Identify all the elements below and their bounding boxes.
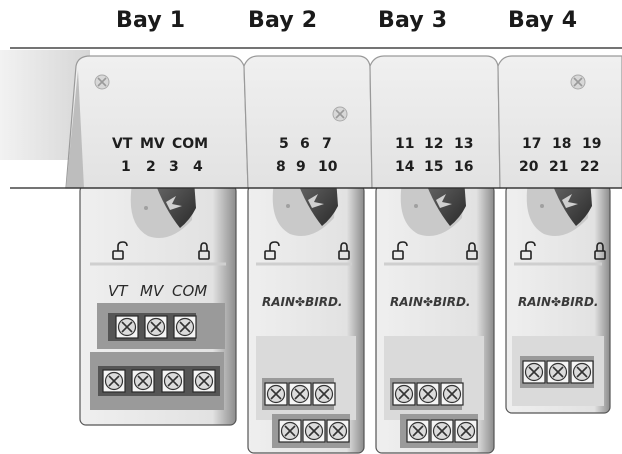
bay-1-title: Bay 1: [116, 8, 186, 33]
bay-4-terminal-18: 18: [552, 136, 571, 152]
base-label-vt: VT: [108, 282, 129, 300]
bay-2-title: Bay 2: [248, 8, 318, 33]
bay-3-terminal-12: 12: [424, 136, 443, 152]
bay-4-terminal-20: 20: [519, 159, 539, 175]
base-label-com: COM: [172, 282, 207, 300]
bay-2-terminal-8: 8: [276, 159, 286, 175]
rain-bird-logo: RAIN✤BIRD.: [262, 295, 342, 309]
bay-3-terminal-16: 16: [454, 159, 473, 175]
bay-2-terminal-7: 7: [322, 136, 332, 152]
bay-2-terminal-6: 6: [300, 136, 310, 152]
bay-4-title: Bay 4: [508, 8, 578, 33]
bay-2-terminal-9: 9: [296, 159, 306, 175]
bay-3-terminal-15: 15: [424, 159, 443, 175]
module-3: RAIN✤BIRD.: [375, 178, 495, 454]
bay-2-terminal-10: 10: [318, 159, 338, 175]
bay-4-terminal-22: 22: [580, 159, 599, 175]
bay-1-terminal-4: 4: [193, 159, 203, 175]
bay-1-terminal-com: COM: [172, 136, 208, 152]
bay-3-terminal-13: 13: [454, 136, 473, 152]
screw-icon: [94, 74, 110, 90]
bay-4-terminal-19: 19: [582, 136, 601, 152]
bay-4-terminal-21: 21: [549, 159, 568, 175]
screw-icon: [332, 106, 348, 122]
bay-1-terminal-2: 2: [146, 159, 156, 175]
bay-3-terminal-14: 14: [395, 159, 415, 175]
module-4: RAIN✤BIRD.: [505, 178, 611, 414]
module-base-1: VT MV COM: [79, 180, 237, 426]
rain-bird-logo: RAIN✤BIRD.: [518, 295, 598, 309]
rain-bird-logo: RAIN✤BIRD.: [390, 295, 470, 309]
bay-3-terminal-11: 11: [395, 136, 414, 152]
base-label-mv: MV: [140, 282, 165, 300]
bay-1-terminal-3: 3: [169, 159, 179, 175]
screw-icon: [570, 74, 586, 90]
bay-1-terminal-mv: MV: [140, 136, 165, 152]
bay-1-terminal-1: 1: [121, 159, 131, 175]
module-2: RAIN✤BIRD.: [247, 178, 365, 454]
bay-1-terminal-vt: VT: [112, 136, 133, 152]
bay-2-terminal-5: 5: [279, 136, 289, 152]
bay-4-terminal-17: 17: [522, 136, 541, 152]
bay-3-title: Bay 3: [378, 8, 448, 33]
